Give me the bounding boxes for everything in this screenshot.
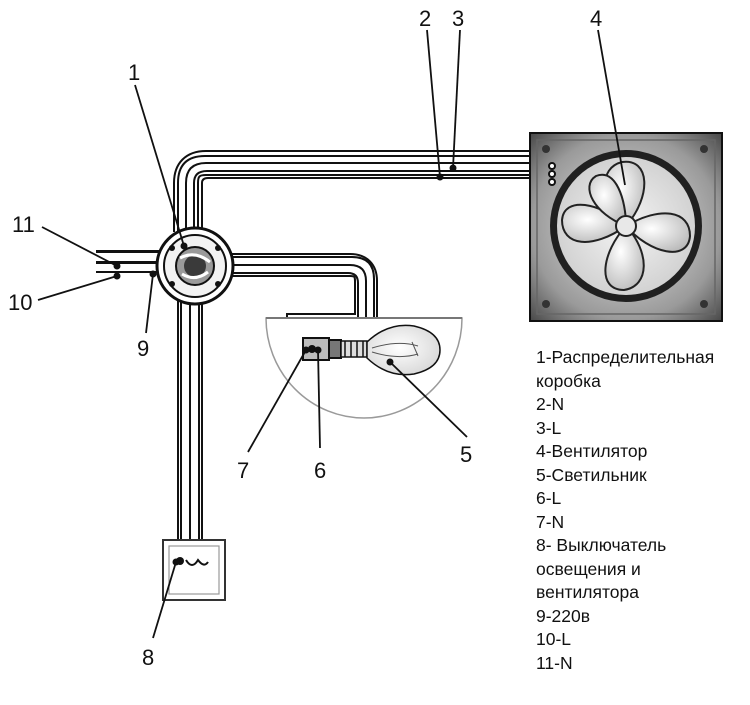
light-bulb-icon (366, 324, 441, 376)
leader-dots (113, 164, 457, 566)
legend-line: вентилятора (536, 582, 639, 602)
fan-terminals (548, 162, 556, 186)
legend-line: 7-N (536, 511, 565, 532)
leader-lines (37, 29, 626, 639)
junction-box (155, 226, 235, 306)
callout-11: 11 (12, 212, 35, 237)
legend-line: 2-N (536, 394, 565, 414)
callout-7: 7 (237, 458, 249, 483)
legend-line: освещения и (536, 558, 641, 579)
legend-line: 9-220в (536, 605, 591, 626)
callout-4: 4 (590, 6, 602, 31)
callout-2: 2 (419, 6, 431, 31)
legend: 1-Распределительная коробка 2-N 3-L 4-Ве… (536, 346, 714, 675)
callout-9: 9 (137, 336, 149, 361)
switch-cable (177, 290, 203, 548)
legend-line: 5-Светильник (536, 464, 647, 485)
light-fan-switch (162, 539, 226, 601)
legend-line: 8- Выключатель (536, 535, 667, 555)
legend-line: 6-L (536, 488, 562, 508)
legend-line: коробка (536, 370, 601, 391)
callout-1: 1 (128, 60, 140, 85)
ceiling-lamp (265, 317, 463, 419)
callout-3: 3 (452, 6, 464, 31)
lamp-socket (302, 337, 368, 361)
legend-line: 3-L (536, 417, 562, 438)
callout-6: 6 (314, 458, 326, 483)
legend-line: 1-Распределительная (536, 347, 715, 367)
legend-line: 10-L (536, 629, 572, 649)
fan-cable (173, 150, 547, 232)
fan-blades (560, 160, 692, 292)
ventilation-fan (529, 132, 723, 322)
callout-10: 10 (8, 290, 32, 315)
legend-line: 11-N (536, 652, 573, 673)
legend-line: 4-Вентилятор (536, 441, 648, 461)
callout-5: 5 (460, 442, 472, 467)
callout-8: 8 (142, 645, 154, 670)
supply-cable (96, 250, 165, 273)
